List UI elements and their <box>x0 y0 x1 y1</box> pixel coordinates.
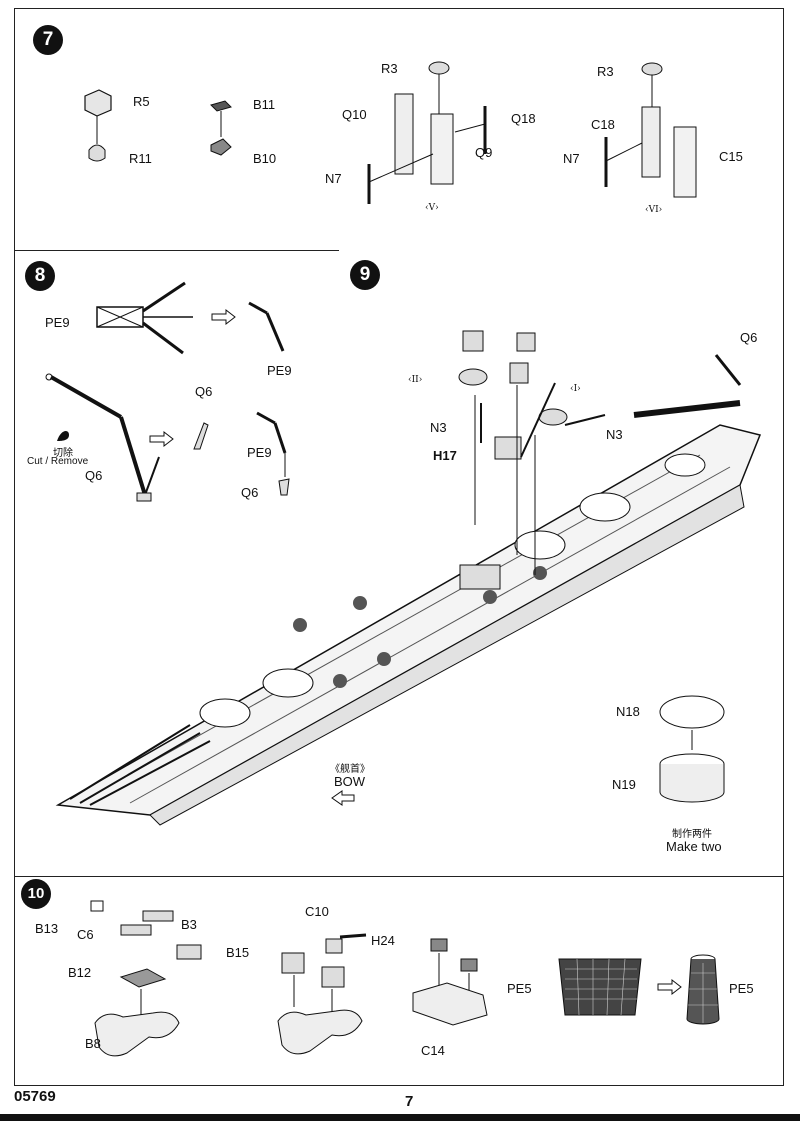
part-c-assembly-drawing <box>277 933 367 1055</box>
label-n7-vi: N7 <box>563 151 580 166</box>
label-q9: Q9 <box>475 145 493 160</box>
part-r5-r11-drawing <box>84 89 112 162</box>
label-roman-vi: ‹VI› <box>645 205 663 215</box>
page-number: 7 <box>405 1093 414 1110</box>
label-pe9-assembly: PE9 <box>247 445 272 460</box>
part-pe9-q6-assembly-drawing <box>256 411 290 496</box>
label-h17: H17 <box>433 448 457 463</box>
part-pe9-folded-drawing <box>248 301 285 352</box>
step-7-panel: 7 R5 R11 B11 B10 R3 Q10 Q18 Q9 N7 ‹V› <box>14 8 784 251</box>
label-make-two-cn: 制作两件 <box>672 829 712 840</box>
step-8-panel: 8 PE9 PE9 切除 Cut / Remove Q6 Q6 <box>14 250 340 548</box>
label-c14: C14 <box>421 1043 445 1058</box>
label-c15: C15 <box>719 149 743 164</box>
label-c10: C10 <box>305 904 329 919</box>
part-b-assembly-drawing <box>90 900 202 1057</box>
label-r11: R11 <box>129 151 152 166</box>
label-c6: C6 <box>77 927 94 942</box>
part-q6-crane-drawing <box>45 373 160 502</box>
funnel-assembly-vi-drawing <box>604 62 697 198</box>
part-q6-cut-drawing <box>193 422 209 450</box>
label-roman-v: ‹V› <box>425 203 439 213</box>
label-cut-cn: 切除 <box>53 448 73 459</box>
arrow-right-icon-2 <box>149 430 174 448</box>
step-number-7: 7 <box>33 25 63 55</box>
label-q6-hull: Q6 <box>740 330 758 345</box>
step-number-8: 8 <box>25 261 55 291</box>
label-r5: R5 <box>133 94 150 109</box>
label-n7-v: N7 <box>325 171 342 186</box>
label-r3-v: R3 <box>381 61 398 76</box>
label-q6-crane: Q6 <box>85 468 103 483</box>
label-n3-right: N3 <box>606 427 623 442</box>
label-bow-cn: 《舰首》 <box>330 764 370 775</box>
step-number-9: 9 <box>350 260 380 290</box>
footer-bar <box>0 1114 800 1121</box>
label-pe9-fret: PE9 <box>45 315 70 330</box>
label-q6-assembly: Q6 <box>241 485 259 500</box>
part-pe9-fret-drawing <box>96 281 193 355</box>
label-cut-en: Cut / Remove <box>27 456 89 467</box>
part-n18-n19-drawing <box>659 695 725 803</box>
label-b3: B3 <box>181 917 197 932</box>
part-q6-crane-hull-drawing <box>633 354 742 418</box>
bow-direction-arrow-icon <box>331 790 355 806</box>
label-q18: Q18 <box>511 111 536 126</box>
label-h24: H24 <box>371 933 395 948</box>
label-bow-en: BOW <box>334 774 366 789</box>
label-n3-left: N3 <box>430 420 447 435</box>
label-pe5-rolled: PE5 <box>729 981 754 996</box>
bridge-parts-drawing <box>458 330 606 575</box>
label-n19: N19 <box>612 777 636 792</box>
step-9-lower-panel <box>14 547 784 877</box>
arrow-right-icon <box>211 308 236 326</box>
label-make-two-en: Make two <box>666 839 722 854</box>
label-n18: N18 <box>616 704 640 719</box>
part-pe5-rolled-drawing <box>686 954 720 1025</box>
part-pe5-flat-mesh-drawing <box>558 958 642 1016</box>
part-c14-drawing <box>412 938 488 1026</box>
label-q10: Q10 <box>342 107 367 122</box>
label-roman-ii: ‹II› <box>408 375 423 385</box>
label-b12: B12 <box>68 965 92 980</box>
label-pe5-flat: PE5 <box>507 981 532 996</box>
funnel-assembly-v-drawing <box>367 61 487 204</box>
label-q6-cut: Q6 <box>195 384 213 399</box>
label-b8: B8 <box>85 1036 101 1051</box>
label-pe9-folded: PE9 <box>267 363 292 378</box>
cut-scissors-icon <box>57 431 69 441</box>
label-b10: B10 <box>253 151 277 166</box>
label-b11: B11 <box>253 97 276 112</box>
part-b11-b10-drawing <box>210 100 232 156</box>
arrow-right-icon-3 <box>657 978 682 996</box>
step-number-10: 10 <box>21 879 51 909</box>
step-10-panel: 10 B13 C6 B3 B15 B12 B8 C10 H24 C14 <box>14 876 784 1086</box>
label-b15: B15 <box>226 945 250 960</box>
battleship-hull-drawing <box>55 424 762 826</box>
label-c18: C18 <box>591 117 615 132</box>
label-r3-vi: R3 <box>597 64 614 79</box>
label-b13: B13 <box>35 921 59 936</box>
label-roman-i: ‹I› <box>570 384 581 394</box>
product-code: 05769 <box>14 1088 56 1105</box>
